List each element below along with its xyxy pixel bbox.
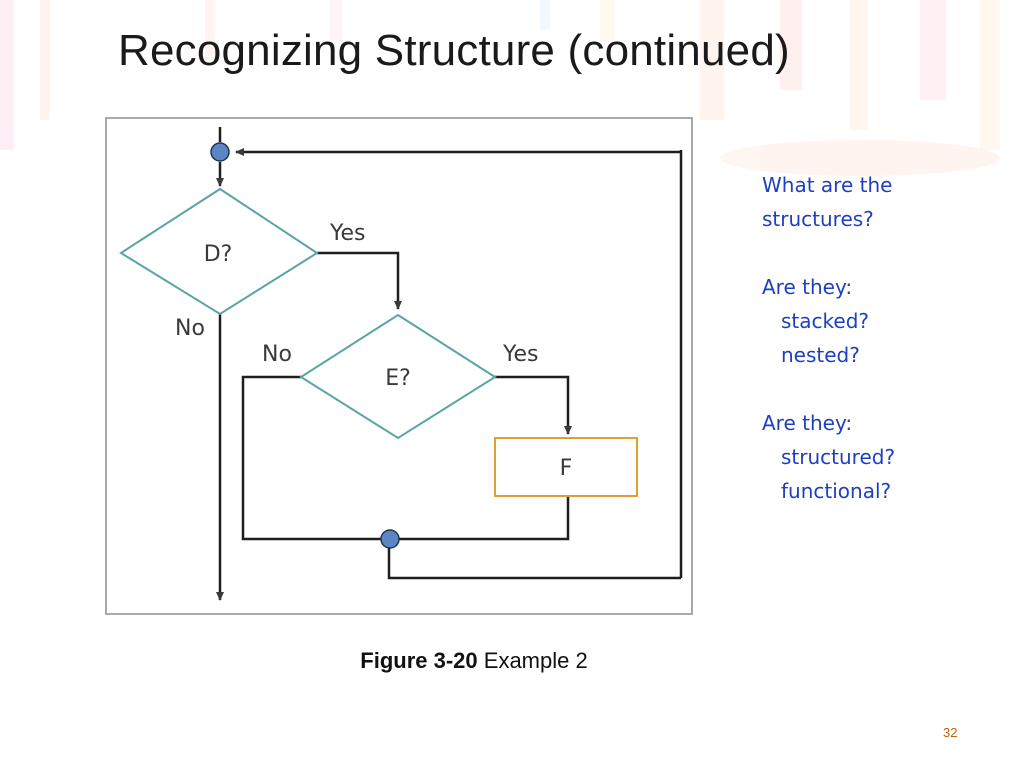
option-stacked: stacked? xyxy=(781,309,869,333)
figure-title: Example 2 xyxy=(483,648,588,673)
question-structures-line1: What are the xyxy=(762,173,893,197)
e-yes-label: Yes xyxy=(502,342,539,367)
flowchart-flowlines xyxy=(216,127,683,601)
page-number: 32 xyxy=(943,725,958,740)
loop-entry-connector xyxy=(210,142,230,162)
e-no-label: No xyxy=(262,342,292,367)
question-stacked-nested-heading: Are they: xyxy=(762,275,853,299)
f-to-connector-line xyxy=(399,497,570,541)
decision-e-diamond xyxy=(299,313,497,440)
e-no-line xyxy=(241,375,381,541)
e-yes-line xyxy=(495,375,572,435)
discussion-questions: What are the structures? Are they: stack… xyxy=(762,168,1002,508)
option-nested: nested? xyxy=(781,343,860,367)
spacer xyxy=(762,236,1002,270)
question-structured-functional-heading: Are they: xyxy=(762,411,853,435)
spacer xyxy=(762,372,1002,406)
process-f-box xyxy=(494,437,638,497)
decision-e-label: E? xyxy=(385,366,411,391)
d-yes-label: Yes xyxy=(329,221,366,246)
decision-d-diamond xyxy=(119,187,319,316)
figure-number: Figure 3-20 xyxy=(360,648,478,673)
question-structures-line2: structures? xyxy=(762,207,874,231)
loop-bottom-line xyxy=(387,548,681,580)
d-no-label: No xyxy=(175,316,205,341)
option-structured: structured? xyxy=(781,445,896,469)
join-connector xyxy=(380,529,400,549)
figure-caption: Figure 3-20 Example 2 xyxy=(0,648,948,674)
decision-d-label: D? xyxy=(204,242,233,267)
process-f-label: F xyxy=(560,456,573,481)
d-yes-line xyxy=(317,251,402,310)
slide-title: Recognizing Structure (continued) xyxy=(118,26,790,75)
option-functional: functional? xyxy=(781,479,892,503)
